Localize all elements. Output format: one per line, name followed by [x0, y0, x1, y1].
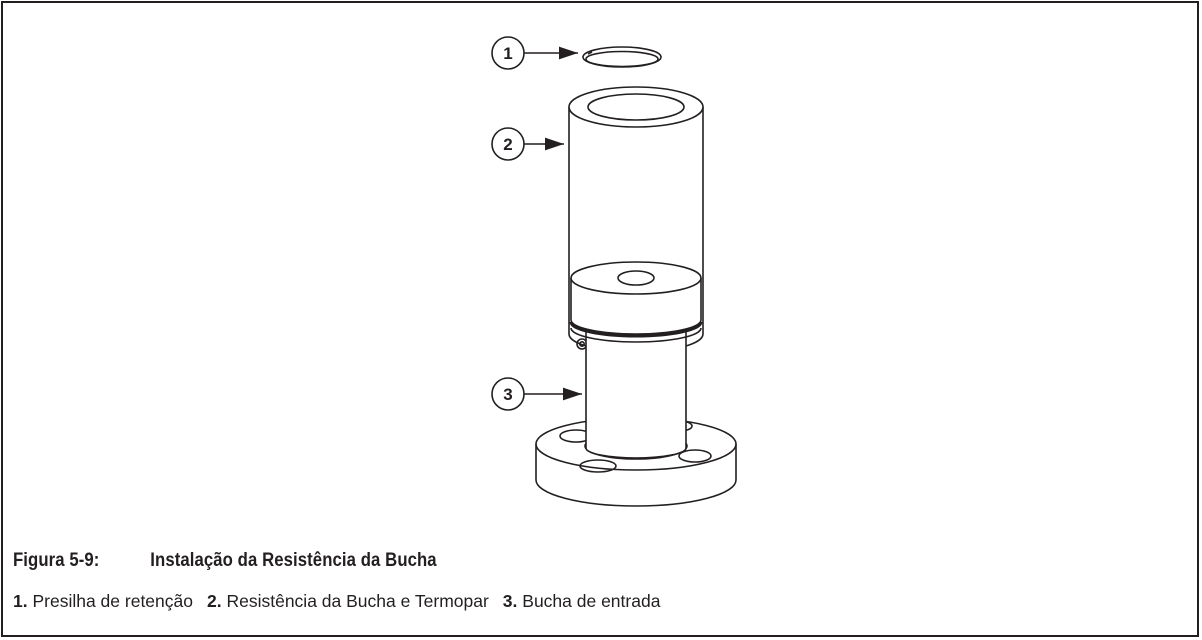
- legend-item-number: 2.: [207, 591, 222, 611]
- legend-item-text: Presilha de retenção: [27, 591, 193, 611]
- legend-item-number: 1.: [13, 591, 28, 611]
- figure-number: Figura 5-9:: [13, 550, 100, 571]
- legend-item-text: Resistência da Bucha e Termopar: [221, 591, 489, 611]
- callout-1: 1: [491, 36, 578, 70]
- legend-item: 3. Bucha de entrada: [503, 591, 661, 611]
- legend-item-number: 3.: [502, 591, 518, 611]
- figure-legend: 1. Presilha de retenção 2. Resistência da…: [13, 591, 660, 612]
- callout-2-number: 2: [503, 135, 512, 154]
- callout-3: 3: [491, 377, 582, 411]
- figure-caption: Figura 5-9: Instalação da Resistência da …: [13, 550, 437, 572]
- legend-item: 1. Presilha de retenção: [13, 591, 193, 611]
- retaining-clip-part: [582, 46, 662, 68]
- sprue-bushing-part: [535, 261, 737, 507]
- figure-title: Instalação da Resistência da Bucha: [150, 550, 437, 571]
- callout-1-number: 1: [503, 44, 512, 63]
- legend-item: 2. Resistência da Bucha e Termopar: [207, 591, 489, 611]
- legend-item-text: Bucha de entrada: [517, 591, 661, 611]
- exploded-assembly-illustration: 1 2 3: [491, 36, 737, 507]
- callout-2: 2: [491, 127, 564, 161]
- callout-3-number: 3: [503, 385, 512, 404]
